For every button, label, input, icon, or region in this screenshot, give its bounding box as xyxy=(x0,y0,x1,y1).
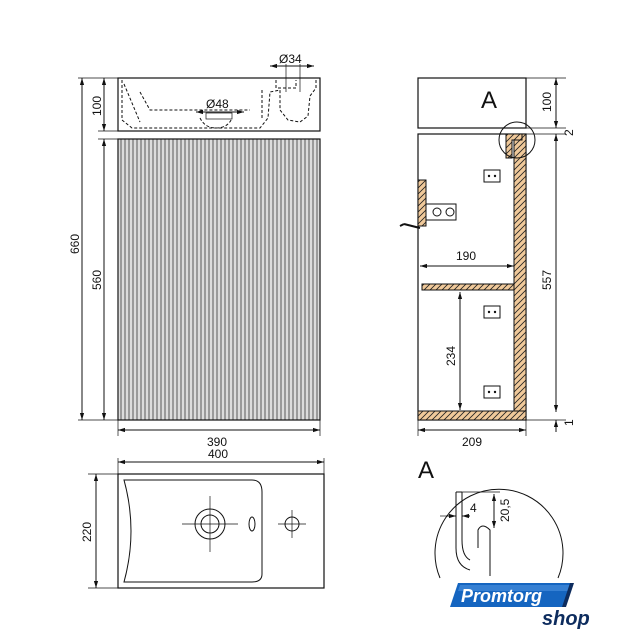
dim-cabinet-height: 560 xyxy=(90,270,104,290)
basin-inner-profile xyxy=(121,80,317,129)
front-view: Ø34 Ø48 660 100 560 390 xyxy=(68,52,321,449)
logo-text-bottom: shop xyxy=(542,608,590,630)
detail-a-circle-arc xyxy=(434,488,564,579)
dim-shelf-height: 234 xyxy=(444,346,458,366)
side-cabinet-outline xyxy=(417,133,527,421)
cabinet-fluted-front xyxy=(117,138,321,421)
back-panel xyxy=(513,133,527,421)
dim-side-depth: 209 xyxy=(462,435,482,449)
logo-text-top: Promtorg xyxy=(461,586,542,606)
dim-side-inner-height: 557 xyxy=(540,270,554,290)
dim-basin-height: 100 xyxy=(90,96,104,116)
top-view: 400 220 xyxy=(80,447,325,589)
promtorg-shop-logo: Promtorg shop xyxy=(450,583,590,630)
detail-marker-a: A xyxy=(481,87,497,114)
detail-a-label: A xyxy=(418,457,434,484)
shelf xyxy=(421,283,515,291)
dim-cabinet-width: 390 xyxy=(207,435,227,449)
dim-top-width: 400 xyxy=(208,447,228,461)
hinge xyxy=(399,179,457,229)
dim-top-depth: 220 xyxy=(80,522,94,542)
dim-total-height: 660 xyxy=(68,234,82,254)
detail-a-profile xyxy=(455,491,491,576)
dim-shelf-depth: 190 xyxy=(456,249,476,263)
top-basin-bowl xyxy=(123,479,263,583)
side-view: A 100 2 557 1 190 234 209 xyxy=(399,77,576,449)
dim-side-top: 100 xyxy=(540,92,554,112)
dim-side-gap: 2 xyxy=(562,129,576,136)
detail-a: A 4 20,5 xyxy=(418,457,564,579)
side-basin-block xyxy=(417,77,527,129)
bottom-panel xyxy=(417,410,527,421)
top-clip xyxy=(505,133,523,159)
dim-drain-diameter: Ø48 xyxy=(206,97,229,111)
dim-side-bottom: 1 xyxy=(562,419,576,426)
dim-detail-thickness: 4 xyxy=(470,501,477,515)
dim-outlet-diameter: Ø34 xyxy=(279,52,302,66)
dim-detail-height: 20,5 xyxy=(498,498,512,522)
